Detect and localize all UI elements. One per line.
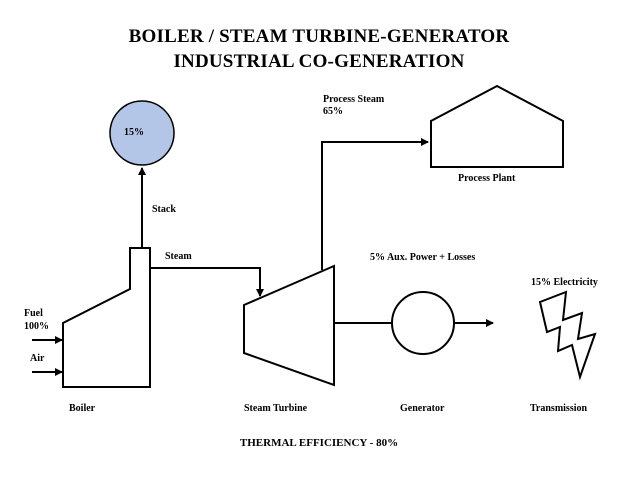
process-steam-label: Process Steam [323,94,385,105]
diagram-title-line-1: BOILER / STEAM TURBINE-GENERATOR [128,26,510,47]
lightning-bolt-icon [538,290,597,381]
transmission-label: Transmission [530,403,588,414]
steam-label: Steam [165,251,192,262]
thermal-efficiency-footer: THERMAL EFFICIENCY - 80% [239,437,399,449]
stack-exhaust-percent: 15% [124,127,144,138]
boiler-label: Boiler [69,403,96,414]
generator-label: Generator [400,403,445,414]
process-steam-line [321,138,429,270]
stack-label: Stack [152,204,176,215]
steam-turbine-shape [243,264,335,387]
process-steam-percent: 65% [323,106,343,117]
fuel-label: Fuel [24,308,43,319]
process-plant-building [430,84,564,168]
air-label: Air [30,353,45,364]
process-plant-label: Process Plant [458,173,516,184]
steam-turbine-label: Steam Turbine [244,403,308,414]
diagram-title-line-2: INDUSTRIAL CO-GENERATION [173,51,465,72]
fuel-percent: 100% [24,321,49,332]
electricity-label: 15% Electricity [531,277,598,288]
aux-power-label: 5% Aux. Power + Losses [370,252,476,263]
stack-exhaust-circle [109,100,175,166]
steam-line [150,267,264,297]
generator-circle [391,291,455,355]
boiler-shape [62,247,151,388]
